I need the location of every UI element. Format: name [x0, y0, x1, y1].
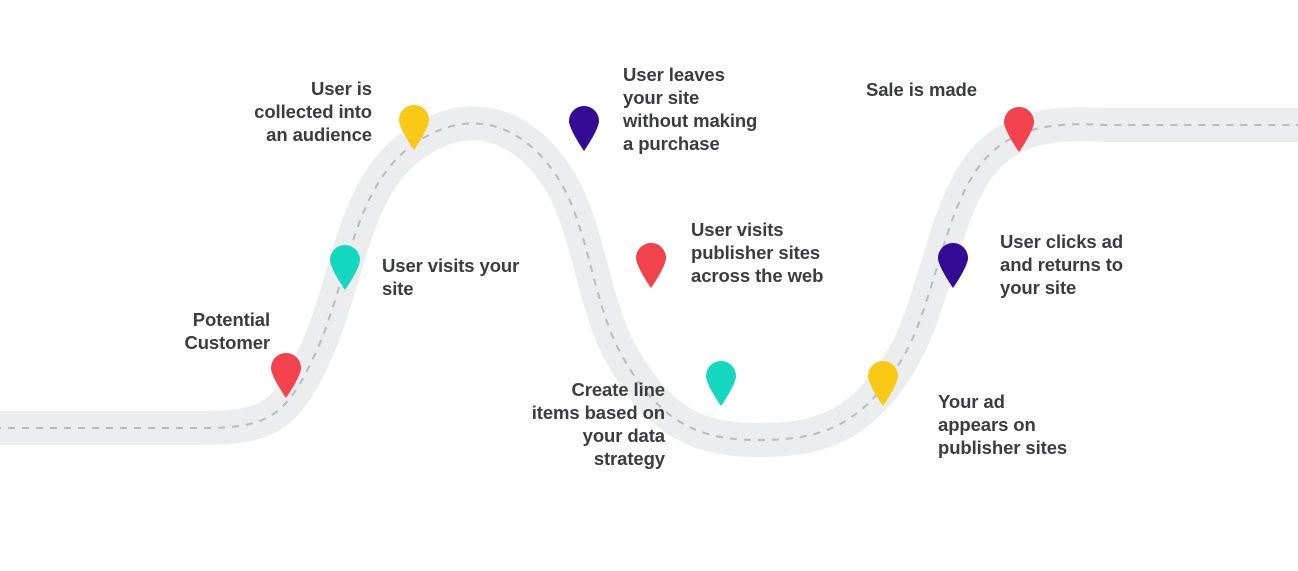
- map-pin-icon-your-ad-appears[interactable]: [866, 360, 900, 406]
- step-label-user-clicks-ad-returns: User clicks ad and returns to your site: [1000, 231, 1124, 298]
- map-pin-icon-user-collected-into-audience[interactable]: [397, 104, 431, 150]
- step-label-potential-customer: Potential Customer: [184, 309, 270, 353]
- map-pin-icon-potential-customer[interactable]: [269, 352, 303, 398]
- map-pin-icon-user-leaves-without-purchase[interactable]: [567, 105, 601, 151]
- step-label-user-leaves-without-purchase: User leaves your site without making a p…: [623, 64, 758, 154]
- map-pin-icon-user-visits-your-site[interactable]: [328, 244, 362, 290]
- map-pin-icon-user-clicks-ad-returns[interactable]: [936, 242, 970, 288]
- step-label-sale-is-made: Sale is made: [866, 79, 977, 100]
- map-pin-icon-sale-is-made[interactable]: [1002, 106, 1036, 152]
- step-label-user-visits-publisher-sites: User visits publisher sites across the w…: [691, 219, 824, 286]
- step-label-your-ad-appears: Your ad appears on publisher sites: [938, 391, 1068, 458]
- step-label-create-line-items: Create line items based on your data str…: [531, 379, 665, 469]
- map-pin-icon-create-line-items[interactable]: [704, 360, 738, 406]
- map-pin-icon-user-visits-publisher-sites[interactable]: [634, 242, 668, 288]
- step-label-user-visits-your-site: User visits your site: [382, 255, 520, 299]
- step-label-user-collected-into-audience: User is collected into an audience: [254, 78, 372, 145]
